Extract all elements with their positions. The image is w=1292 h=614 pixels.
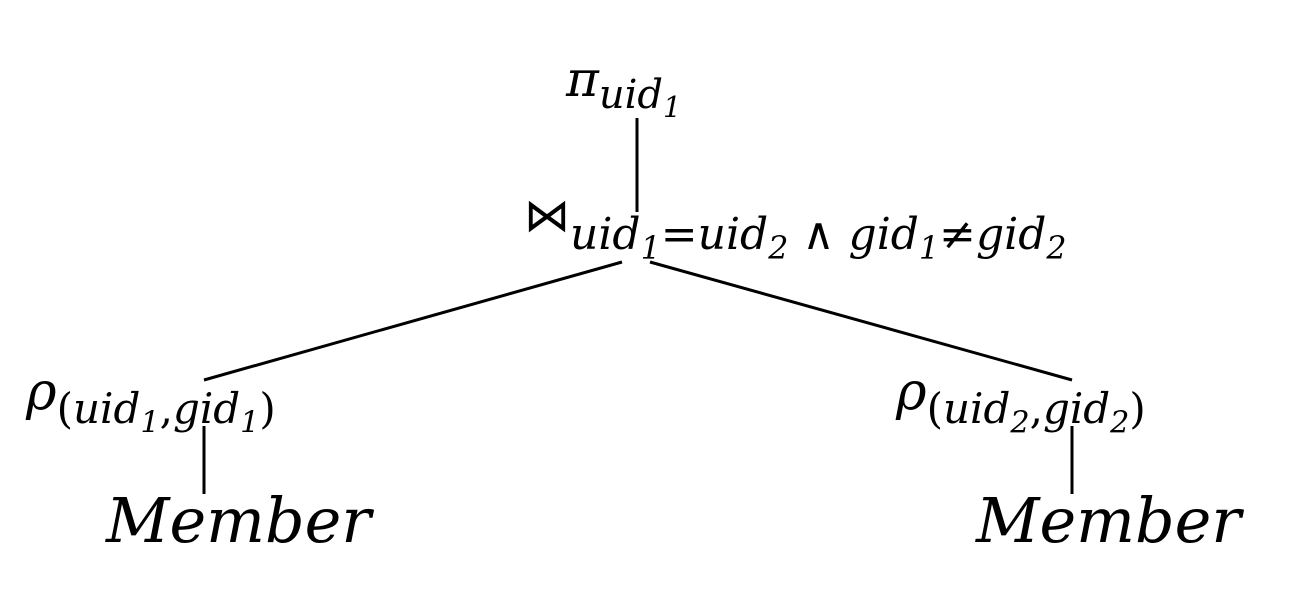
rename-left-attr1-index: 1	[140, 405, 160, 441]
rename-left-attr2: gid	[172, 384, 241, 433]
rename-right-comma: ,	[1029, 384, 1043, 433]
rename-left-open: (	[56, 384, 73, 433]
projection-attr: uid	[598, 72, 664, 118]
join-node: ⋈uid1=uid2 ∧ gid1≠gid2	[524, 192, 1067, 266]
join-right-attr: uid	[697, 209, 769, 260]
edge-join-rename-left	[203, 260, 623, 382]
join-not-equals: ≠	[939, 209, 976, 260]
rename-left-subscript: (uid1,gid1)	[56, 384, 276, 439]
rename-left-close: )	[259, 384, 276, 433]
rename-right-close: )	[1129, 384, 1146, 433]
rename-left-node: ρ(uid1,gid1)	[26, 366, 276, 439]
join-left-attr-2: gid	[848, 209, 919, 260]
relation-left-node: Member	[106, 484, 371, 557]
join-and: ∧	[788, 209, 849, 260]
rename-left-attr1: uid	[72, 384, 141, 433]
rename-right-attr2: gid	[1042, 384, 1111, 433]
join-equals: =	[660, 209, 698, 260]
rename-right-open: (	[926, 384, 943, 433]
rename-left-operator: ρ	[26, 362, 57, 422]
join-condition: uid1=uid2 ∧ gid1≠gid2	[570, 209, 1067, 265]
join-operator: ⋈	[524, 188, 570, 242]
rename-right-attr1-index: 2	[1010, 405, 1030, 441]
join-right-index-2: 2	[1046, 231, 1067, 268]
projection-operator: π	[566, 50, 599, 108]
projection-attr-index: 1	[663, 90, 682, 125]
projection-subscript: uid1	[598, 72, 682, 122]
join-right-index: 2	[768, 231, 789, 268]
join-left-attr: uid	[570, 209, 641, 260]
rename-left-comma: ,	[159, 384, 173, 433]
join-right-attr-2: gid	[975, 209, 1047, 260]
rename-right-attr1: uid	[942, 384, 1011, 433]
rename-right-operator: ρ	[896, 362, 927, 422]
rename-right-subscript: (uid2,gid2)	[926, 384, 1146, 439]
projection-node: πuid1	[566, 54, 681, 122]
relation-right-node: Member	[976, 484, 1241, 557]
rename-left-attr2-index: 1	[240, 405, 260, 441]
rename-right-attr2-index: 2	[1110, 405, 1130, 441]
rename-right-node: ρ(uid2,gid2)	[896, 366, 1146, 439]
edge-join-rename-right	[649, 260, 1073, 382]
join-left-index: 1	[640, 231, 661, 268]
join-left-index-2: 1	[918, 231, 940, 268]
